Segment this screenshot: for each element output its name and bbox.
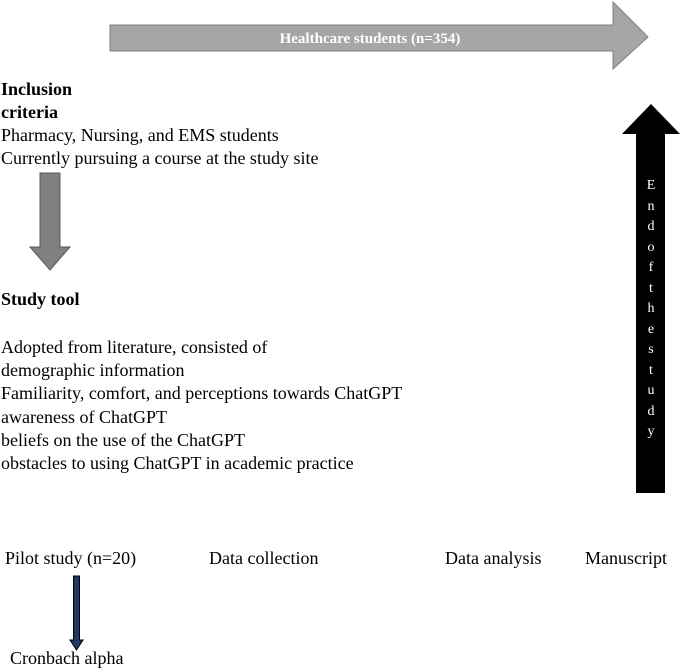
stage-data-collection: Data collection (209, 548, 319, 568)
pilot-arrow (69, 575, 84, 651)
end-of-study-letter: t (649, 362, 653, 378)
end-of-study-letter: u (647, 383, 655, 398)
study-tool-line: Familiarity, comfort, and perceptions to… (1, 383, 403, 403)
study-tool-line: beliefs on the use of the ChatGPT (1, 430, 245, 450)
end-of-study-letter: d (647, 403, 655, 419)
end-of-study-arrow (622, 104, 680, 493)
study-tool-line: obstacles to using ChatGPT in academic p… (1, 453, 354, 473)
inclusion-heading-line2: criteria (1, 102, 58, 122)
stage-pilot-study: Pilot study (n=20) (5, 548, 137, 568)
stage-data-analysis: Data analysis (445, 548, 542, 568)
end-of-study-letter: y (647, 424, 655, 439)
top-arrow-label: Healthcare students (n=354) (279, 31, 461, 47)
inclusion-item: Pharmacy, Nursing, and EMS students (1, 125, 279, 145)
end-of-study-letter: n (647, 198, 655, 214)
end-of-study-letter: e (647, 321, 655, 337)
top-arrow (109, 0, 649, 71)
inclusion-item: Currently pursuing a course at the study… (1, 148, 319, 168)
end-of-study-letter: t (649, 280, 653, 296)
stage-manuscript: Manuscript (585, 548, 667, 568)
study-tool-line: Adopted from literature, consisted of (1, 337, 268, 357)
end-of-study-letter: d (647, 219, 655, 234)
study-tool-heading: Study tool (1, 289, 80, 309)
study-tool-line: awareness of ChatGPT (1, 407, 167, 427)
down-arrow (28, 172, 72, 271)
end-of-study-letter: o (647, 239, 655, 255)
inclusion-heading-line1: Inclusion (1, 79, 73, 99)
pilot-result: Cronbach alpha (10, 648, 124, 668)
end-of-study-letter: f (648, 260, 654, 275)
end-of-study-letter: s (648, 342, 654, 357)
study-tool-line: demographic information (1, 360, 185, 380)
end-of-study-letter: h (647, 301, 655, 316)
end-of-study-letter: E (646, 178, 656, 193)
